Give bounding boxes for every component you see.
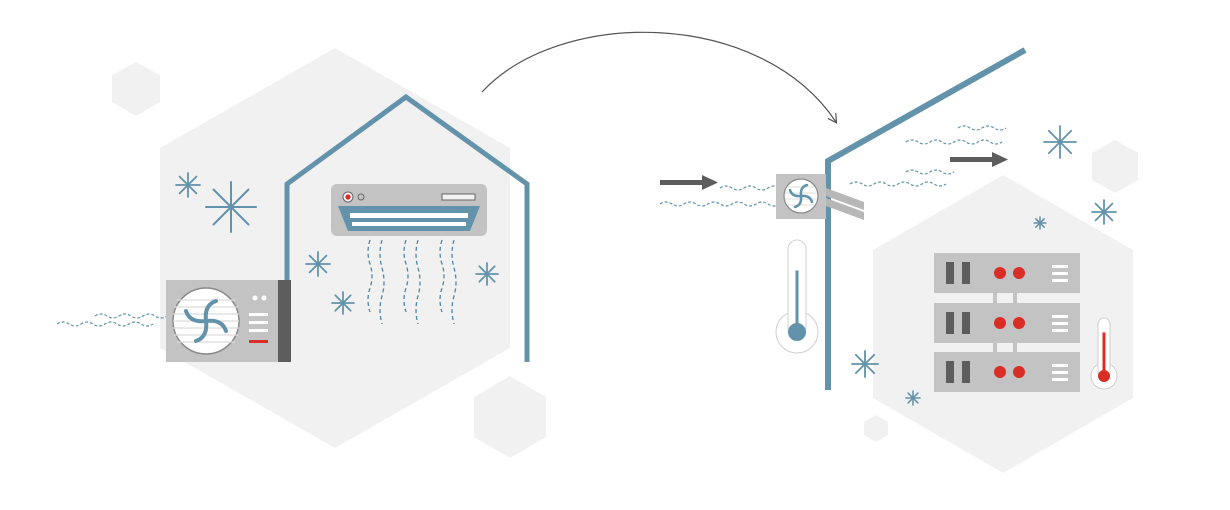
building-wall-outline: [825, 47, 1027, 390]
snowflake-icon: [306, 252, 330, 276]
server-unit: [934, 303, 1080, 343]
thermometer-cold-icon: [775, 239, 819, 354]
small-hexagon-top-right: [1092, 140, 1138, 193]
wall-fan-unit-icon: [776, 174, 864, 220]
small-hexagon-bottom-left: [474, 376, 546, 458]
arrow-right-icon: [660, 175, 718, 190]
house-outline-icon: [284, 93, 530, 362]
snowflake-icon: [1044, 126, 1076, 158]
tiny-hexagon-right: [864, 415, 888, 442]
server-unit: [934, 253, 1080, 293]
thermometer-hot-icon: [1090, 317, 1118, 390]
snowflake-icon: [852, 351, 878, 377]
small-hexagon-top-left: [112, 62, 160, 116]
outside-air-lines-right: [659, 125, 1007, 207]
large-hexagon-left: [160, 48, 510, 448]
outside-air-lines-left: [56, 313, 168, 327]
indoor-airflow-lines: [367, 239, 457, 325]
server-rack-icon: [934, 253, 1080, 392]
arrow-right-icon: [950, 152, 1008, 167]
indoor-ac-unit-icon: [331, 184, 487, 236]
snowflake-icon: [906, 391, 920, 405]
snowflake-icon: [476, 263, 498, 285]
snowflake-icon: [332, 292, 354, 314]
server-unit: [934, 352, 1080, 392]
left-hexagons: [112, 48, 546, 458]
snowflake-icon: [1034, 217, 1046, 229]
outdoor-ac-unit-icon: [166, 280, 291, 362]
curved-arrow-icon: [481, 31, 836, 122]
snowflake-icon: [206, 182, 256, 232]
snowflake-icon: [176, 173, 200, 197]
snowflake-icon: [1092, 200, 1116, 224]
